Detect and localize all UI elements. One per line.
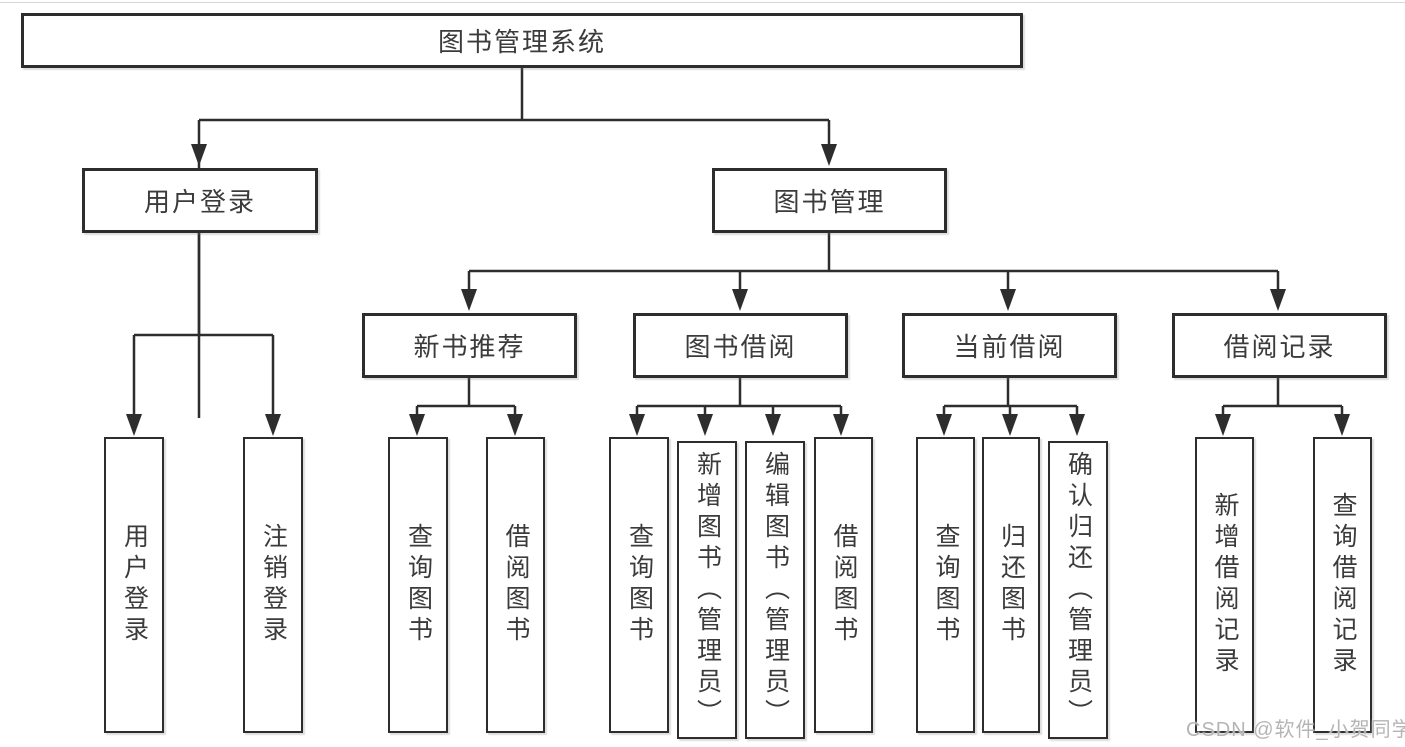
leaf-query-books-recommend: 查询图书 [388, 437, 448, 733]
node-borrow-records: 借阅记录 [1172, 313, 1387, 378]
node-root: 图书管理系统 [21, 13, 1023, 68]
top-divider [0, 2, 1405, 3]
leaf-return-books: 归还图书 [982, 437, 1040, 733]
watermark: CSDN @软件_小贺同学 [1186, 719, 1405, 741]
tree-edges [132, 68, 1344, 418]
leaf-logout: 注销登录 [243, 437, 303, 733]
node-book-management: 图书管理 [712, 168, 947, 233]
leaf-query-books-borrow: 查询图书 [609, 437, 669, 733]
leaf-user-login: 用户登录 [104, 437, 164, 733]
node-current-borrow: 当前借阅 [902, 313, 1117, 378]
leaf-borrow-books-recommend: 借阅图书 [486, 437, 545, 733]
leaf-add-borrow-record: 新增借阅记录 [1195, 437, 1254, 733]
leaf-add-books-admin: 新增图书（管理员） [677, 441, 737, 739]
leaf-edit-books-admin: 编辑图书（管理员） [745, 441, 805, 739]
leaf-borrow-books: 借阅图书 [814, 437, 873, 733]
arrowhead-icons [126, 144, 1350, 436]
leaf-query-books-current: 查询图书 [916, 437, 975, 733]
node-book-borrow: 图书借阅 [633, 313, 848, 378]
node-user-login: 用户登录 [82, 168, 318, 233]
leaf-query-borrow-record: 查询借阅记录 [1313, 437, 1372, 733]
node-new-book-recommend: 新书推荐 [362, 313, 577, 378]
leaf-confirm-return-admin: 确认归还（管理员） [1048, 441, 1108, 739]
